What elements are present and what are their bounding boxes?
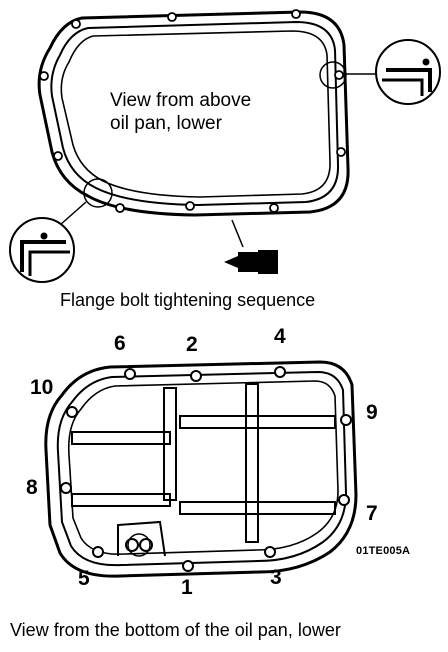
drain-plug-boss <box>117 520 166 557</box>
top-bolt-hole <box>334 70 344 80</box>
sealant-tube-icon <box>224 219 278 274</box>
top-bolt-hole <box>185 201 195 211</box>
top-caption: Flange bolt tightening sequence <box>60 290 316 310</box>
sequence-number-3: 3 <box>270 566 282 589</box>
top-right-detail-circle <box>319 61 347 89</box>
rib-lower-right <box>179 501 336 515</box>
bottom-pan-sealant-groove <box>56 371 347 567</box>
figure-code: 01TE005A <box>356 545 411 557</box>
bolt-hole-2 <box>190 370 202 382</box>
sequence-number-4: 4 <box>274 325 286 348</box>
top-bolt-hole <box>39 71 49 81</box>
bolt-hole-1 <box>182 560 194 572</box>
top-left-detail-circle <box>83 178 113 208</box>
bolt-hole-5 <box>92 546 104 558</box>
sequence-number-1: 1 <box>181 576 193 599</box>
bottom-pan-outer-flange <box>44 360 358 578</box>
top-pan-sealant-bead <box>50 21 340 206</box>
bottom-pan-ribs <box>71 383 336 543</box>
top-bolt-hole <box>336 147 346 157</box>
sequence-number-10: 10 <box>30 376 54 399</box>
rib-vertical-right <box>245 383 259 543</box>
top-bolt-hole <box>269 203 279 213</box>
top-view-label-line1: View from above <box>110 90 252 111</box>
bolt-hole-4 <box>274 366 286 378</box>
bolt-hole-8 <box>60 482 72 494</box>
sequence-number-8: 8 <box>26 476 38 499</box>
rib-lower-left <box>71 493 171 507</box>
top-bolt-holes <box>39 9 346 213</box>
magnified-detail-left <box>9 201 87 283</box>
top-pan-outer-flange <box>37 10 350 217</box>
bolt-hole-7 <box>338 494 350 506</box>
sequence-number-6: 6 <box>114 332 126 355</box>
top-bolt-hole <box>291 9 301 19</box>
bottom-oil-pan-view <box>44 360 358 578</box>
top-bolt-hole <box>115 203 125 213</box>
sequence-number-9: 9 <box>366 401 378 424</box>
sequence-number-5: 5 <box>78 567 90 590</box>
sequence-number-7: 7 <box>366 502 378 525</box>
bolt-hole-9 <box>340 414 352 426</box>
bolt-hole-10 <box>66 406 78 418</box>
bottom-bolt-holes <box>60 366 352 572</box>
top-bolt-hole <box>71 19 81 29</box>
bolt-hole-3 <box>264 546 276 558</box>
magnified-detail-right <box>346 39 441 105</box>
top-bolt-hole <box>167 12 177 22</box>
top-bolt-hole <box>53 151 63 161</box>
bottom-caption: View from the bottom of the oil pan, low… <box>10 620 341 640</box>
sequence-number-2: 2 <box>186 333 198 356</box>
rib-upper-left <box>71 431 171 445</box>
bolt-hole-6 <box>124 368 136 380</box>
bottom-pan-inner-edge <box>67 380 339 555</box>
top-view-label-line2: oil pan, lower <box>110 113 222 134</box>
